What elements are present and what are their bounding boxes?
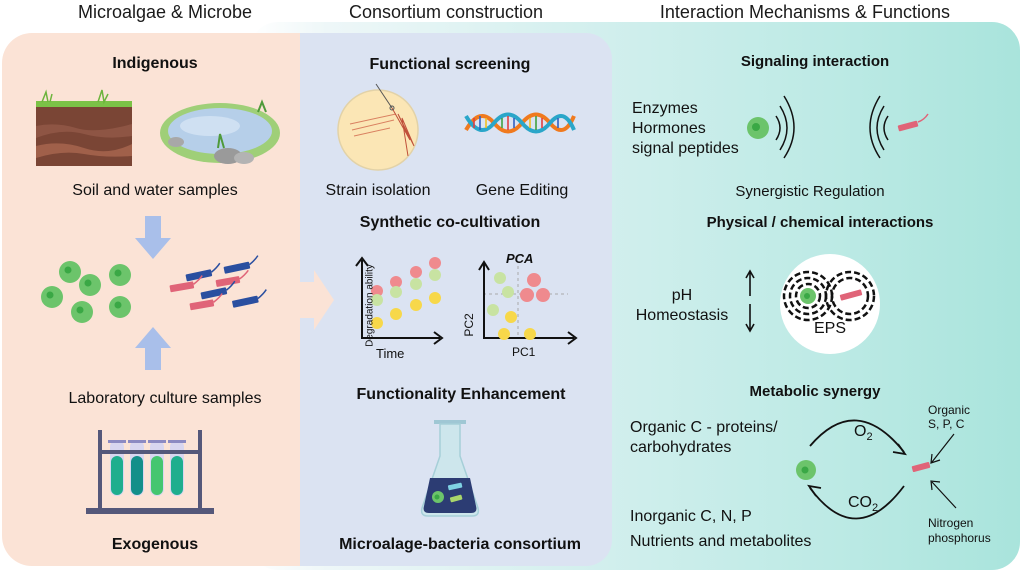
bacterium: [911, 461, 931, 473]
column-title-microalgae-microbe: Microalgae & Microbe: [77, 2, 253, 22]
microalgae-signal-icon: [747, 95, 795, 159]
pca-point: [520, 288, 534, 302]
plot-point: [371, 294, 383, 306]
pca-plot: [478, 260, 578, 345]
plot-point: [371, 317, 383, 329]
soil-icon: [36, 89, 132, 166]
up-arrow-icon: [135, 327, 171, 370]
microalgae-cell: [41, 286, 63, 308]
co2-subscript: 2: [872, 502, 879, 515]
signal-item-signal-peptides: signal peptides: [632, 140, 739, 157]
synergistic-regulation-label: Synergistic Regulation: [735, 183, 885, 200]
signal-item-enzymes: Enzymes: [632, 100, 698, 117]
ph-up-down-arrows-icon: [745, 269, 755, 333]
degradation-ability-axis-label: Degradation ability: [364, 264, 376, 347]
organic-spc-line2: S, P, C: [928, 417, 965, 431]
physical-chemical-interactions-heading: Physical / chemical interactions: [706, 214, 934, 231]
pca-point: [527, 273, 541, 287]
ph-homeostasis-label: pH Homeostasis: [632, 286, 732, 326]
time-axis-label: Time: [376, 346, 405, 361]
plot-point: [429, 269, 441, 281]
pc2-axis-label: PC2: [462, 313, 476, 337]
indigenous-heading: Indigenous: [112, 55, 198, 72]
co2-text: CO: [848, 494, 872, 511]
organic-spc-pointer-arrow: [930, 433, 955, 464]
bacteria-cells-icon: [169, 255, 267, 311]
functionality-enhancement-heading: Functionality Enhancement: [356, 386, 566, 403]
test-tube: [108, 440, 126, 496]
plot-point: [390, 276, 402, 288]
microalgae-cell: [71, 301, 93, 323]
flow-arrow-icon: [300, 270, 334, 330]
dna-icon: [464, 112, 576, 134]
plot-point: [390, 286, 402, 298]
signaling-interaction-heading: Signaling interaction: [740, 53, 890, 70]
nitrogen-pointer-arrow: [930, 480, 957, 509]
plot-point: [390, 308, 402, 320]
pca-point: [536, 288, 550, 302]
eps-icon: [780, 254, 880, 354]
o2-label: O2: [854, 423, 873, 443]
degradation-time-plot: [355, 256, 444, 345]
organic-spc-line1: Organic: [928, 403, 971, 417]
metabolic-cycle-diagram: [796, 419, 931, 520]
ph-label: pH: [671, 287, 693, 304]
functional-screening-heading: Functional screening: [369, 56, 531, 73]
exogenous-heading: Exogenous: [111, 536, 199, 553]
pca-point: [487, 304, 499, 316]
organic-c-line2: carbohydrates: [630, 439, 732, 456]
signal-item-hormones: Hormones: [632, 120, 706, 137]
down-arrow-icon: [135, 216, 171, 259]
test-tube-rack-icon: [86, 430, 214, 514]
plot-point: [410, 266, 422, 278]
microalgae-cells-icon: [41, 261, 131, 323]
pca-point: [505, 311, 517, 323]
bacteria-signal-icon: [869, 95, 929, 159]
plot-point: [429, 257, 441, 269]
phosphorus-line: phosphorus: [928, 531, 991, 545]
pca-point: [498, 328, 510, 340]
column-title-interaction-mechanisms: Interaction Mechanisms & Functions: [659, 2, 951, 22]
plot-point: [371, 285, 383, 297]
pc1-axis-label: PC1: [512, 345, 536, 359]
microalgae-cell: [59, 261, 81, 283]
organic-c-line1: Organic C - proteins/: [630, 419, 778, 436]
column-title-consortium-construction: Consortium construction: [348, 2, 544, 22]
nutrients-metabolites-label: Nutrients and metabolites: [630, 533, 812, 550]
nitrogen-phosphorus-label: Nitrogen phosphorus: [928, 516, 991, 546]
eps-label: EPS: [814, 320, 847, 337]
organic-c-label: Organic C - proteins/ carbohydrates: [630, 418, 778, 458]
pca-point: [524, 328, 536, 340]
test-tube: [148, 440, 166, 496]
microalgae-bacteria-consortium-label: Microalage-bacteria consortium: [339, 536, 581, 553]
soil-water-samples-label: Soil and water samples: [72, 182, 238, 199]
test-tube: [128, 440, 146, 496]
flask-icon: [420, 420, 480, 517]
plot-point: [410, 278, 422, 290]
homeostasis-label: Homeostasis: [635, 307, 729, 324]
microalgae-cell: [109, 264, 131, 286]
pca-point: [494, 272, 506, 284]
o2-subscript: 2: [866, 431, 873, 444]
plot-point: [410, 299, 422, 311]
pca-title: PCA: [506, 251, 534, 266]
pca-point: [502, 286, 514, 298]
microalgae-cell: [109, 296, 131, 318]
test-tube: [168, 440, 186, 496]
strain-isolation-label: Strain isolation: [325, 182, 431, 199]
petri-dish-icon: [337, 83, 419, 171]
laboratory-culture-samples-label: Laboratory culture samples: [68, 390, 262, 407]
o2-text: O: [854, 423, 867, 440]
metabolic-synergy-heading: Metabolic synergy: [749, 383, 881, 400]
pond-icon: [160, 99, 280, 164]
signal-molecules-list: Enzymes Hormones signal peptides: [632, 99, 739, 159]
inorganic-cnp-label: Inorganic C, N, P: [630, 508, 752, 525]
co2-label: CO2: [848, 494, 878, 514]
gene-editing-label: Gene Editing: [475, 182, 569, 199]
microalgae-cell: [79, 274, 101, 296]
organic-spc-label: Organic S, P, C: [928, 403, 970, 431]
synthetic-cocultivation-heading: Synthetic co-cultivation: [359, 214, 541, 231]
plot-point: [429, 292, 441, 304]
nitrogen-line: Nitrogen: [928, 516, 974, 530]
